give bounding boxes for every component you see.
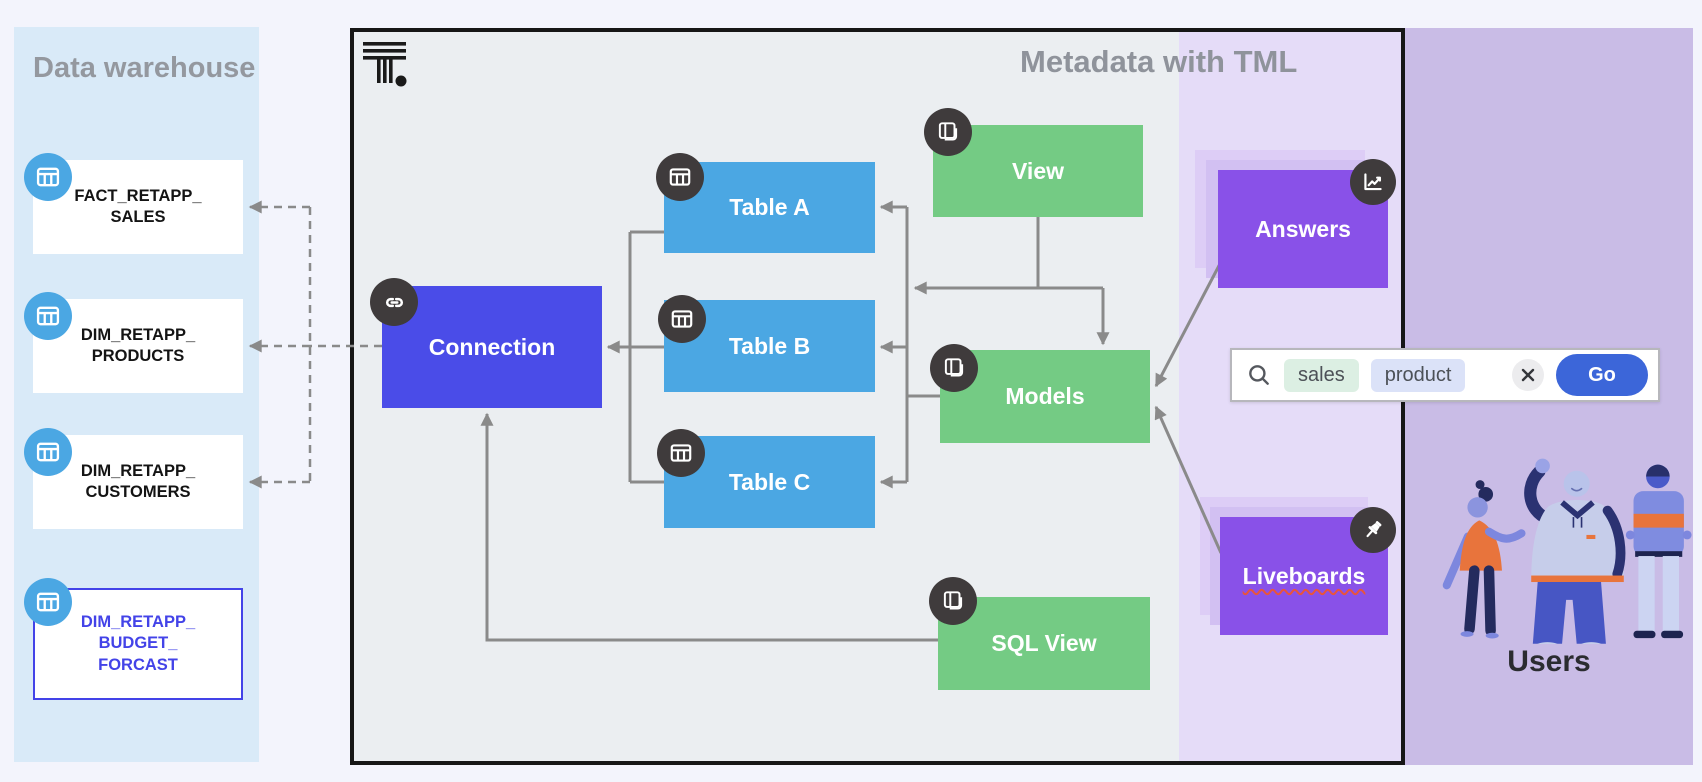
table-icon (24, 578, 72, 626)
chart-line-icon (1350, 159, 1396, 205)
go-button[interactable]: Go (1556, 354, 1648, 396)
table-icon (658, 295, 706, 343)
liveboards-label: Liveboards (1242, 562, 1366, 589)
users-label: Users (1507, 645, 1591, 678)
pushpin-icon (1350, 507, 1396, 553)
clear-search-icon[interactable] (1512, 359, 1544, 391)
search-chip-sales[interactable]: sales (1284, 358, 1359, 392)
connection-node: Connection (382, 286, 602, 408)
table-icon (656, 153, 704, 201)
search-bar[interactable]: sales product Go (1230, 348, 1660, 402)
table-icon (24, 292, 72, 340)
table-icon (24, 153, 72, 201)
users-illustration (1442, 458, 1692, 644)
table-icon (24, 428, 72, 476)
search-chip-product[interactable]: product (1370, 358, 1466, 392)
table-icon (657, 429, 705, 477)
thoughtspot-logo (363, 42, 407, 87)
link-icon (370, 278, 418, 326)
worksheet-icon (924, 108, 972, 156)
worksheet-icon (930, 344, 978, 392)
worksheet-icon (929, 577, 977, 625)
metadata-tml-title: Metadata with TML (1020, 44, 1298, 79)
liveboards-node: Liveboards (1220, 517, 1388, 635)
search-icon (1249, 365, 1269, 385)
data-warehouse-title: Data warehouse (33, 52, 256, 84)
